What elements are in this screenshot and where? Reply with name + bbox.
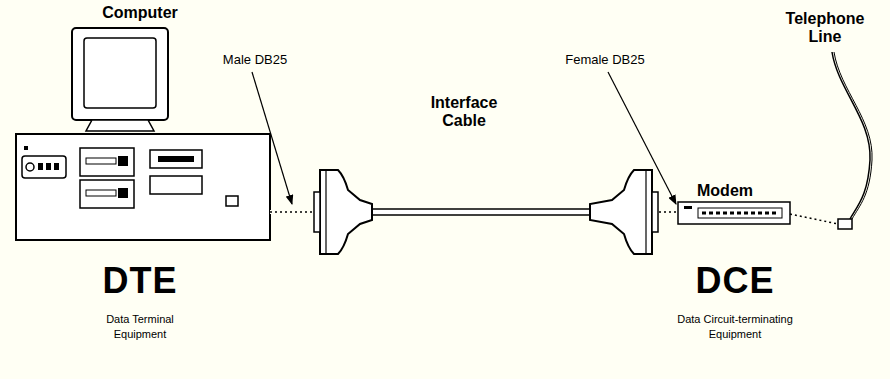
modem-node: ModemDCE Data Circuit-terminating Equipme… <box>665 170 805 379</box>
system-unit <box>16 134 270 240</box>
line-dots <box>790 214 838 224</box>
device-type: DTE <box>50 262 230 300</box>
device-name: Modem <box>675 182 775 200</box>
leader-arrow <box>608 72 676 204</box>
device-description: Data Circuit-terminating Equipment <box>675 312 795 342</box>
female-db25-connector <box>590 170 658 254</box>
cable-label: Interface Cable <box>414 94 514 130</box>
port-dots <box>270 211 318 213</box>
device-type: DCE <box>665 262 805 300</box>
male-db25-connector <box>314 170 372 254</box>
cable <box>372 208 590 210</box>
connector-label: Male DB25 <box>205 52 305 68</box>
device-name: Computer <box>50 4 230 22</box>
modem <box>678 202 790 224</box>
monitor <box>72 28 168 131</box>
device-description: Data Terminal Equipment <box>85 312 195 342</box>
line-label: Telephone Line <box>780 10 870 46</box>
phone-jack <box>838 219 852 229</box>
telephone-wire <box>832 52 870 219</box>
leader-arrow <box>252 72 292 204</box>
connector-label: Female DB25 <box>555 52 655 68</box>
